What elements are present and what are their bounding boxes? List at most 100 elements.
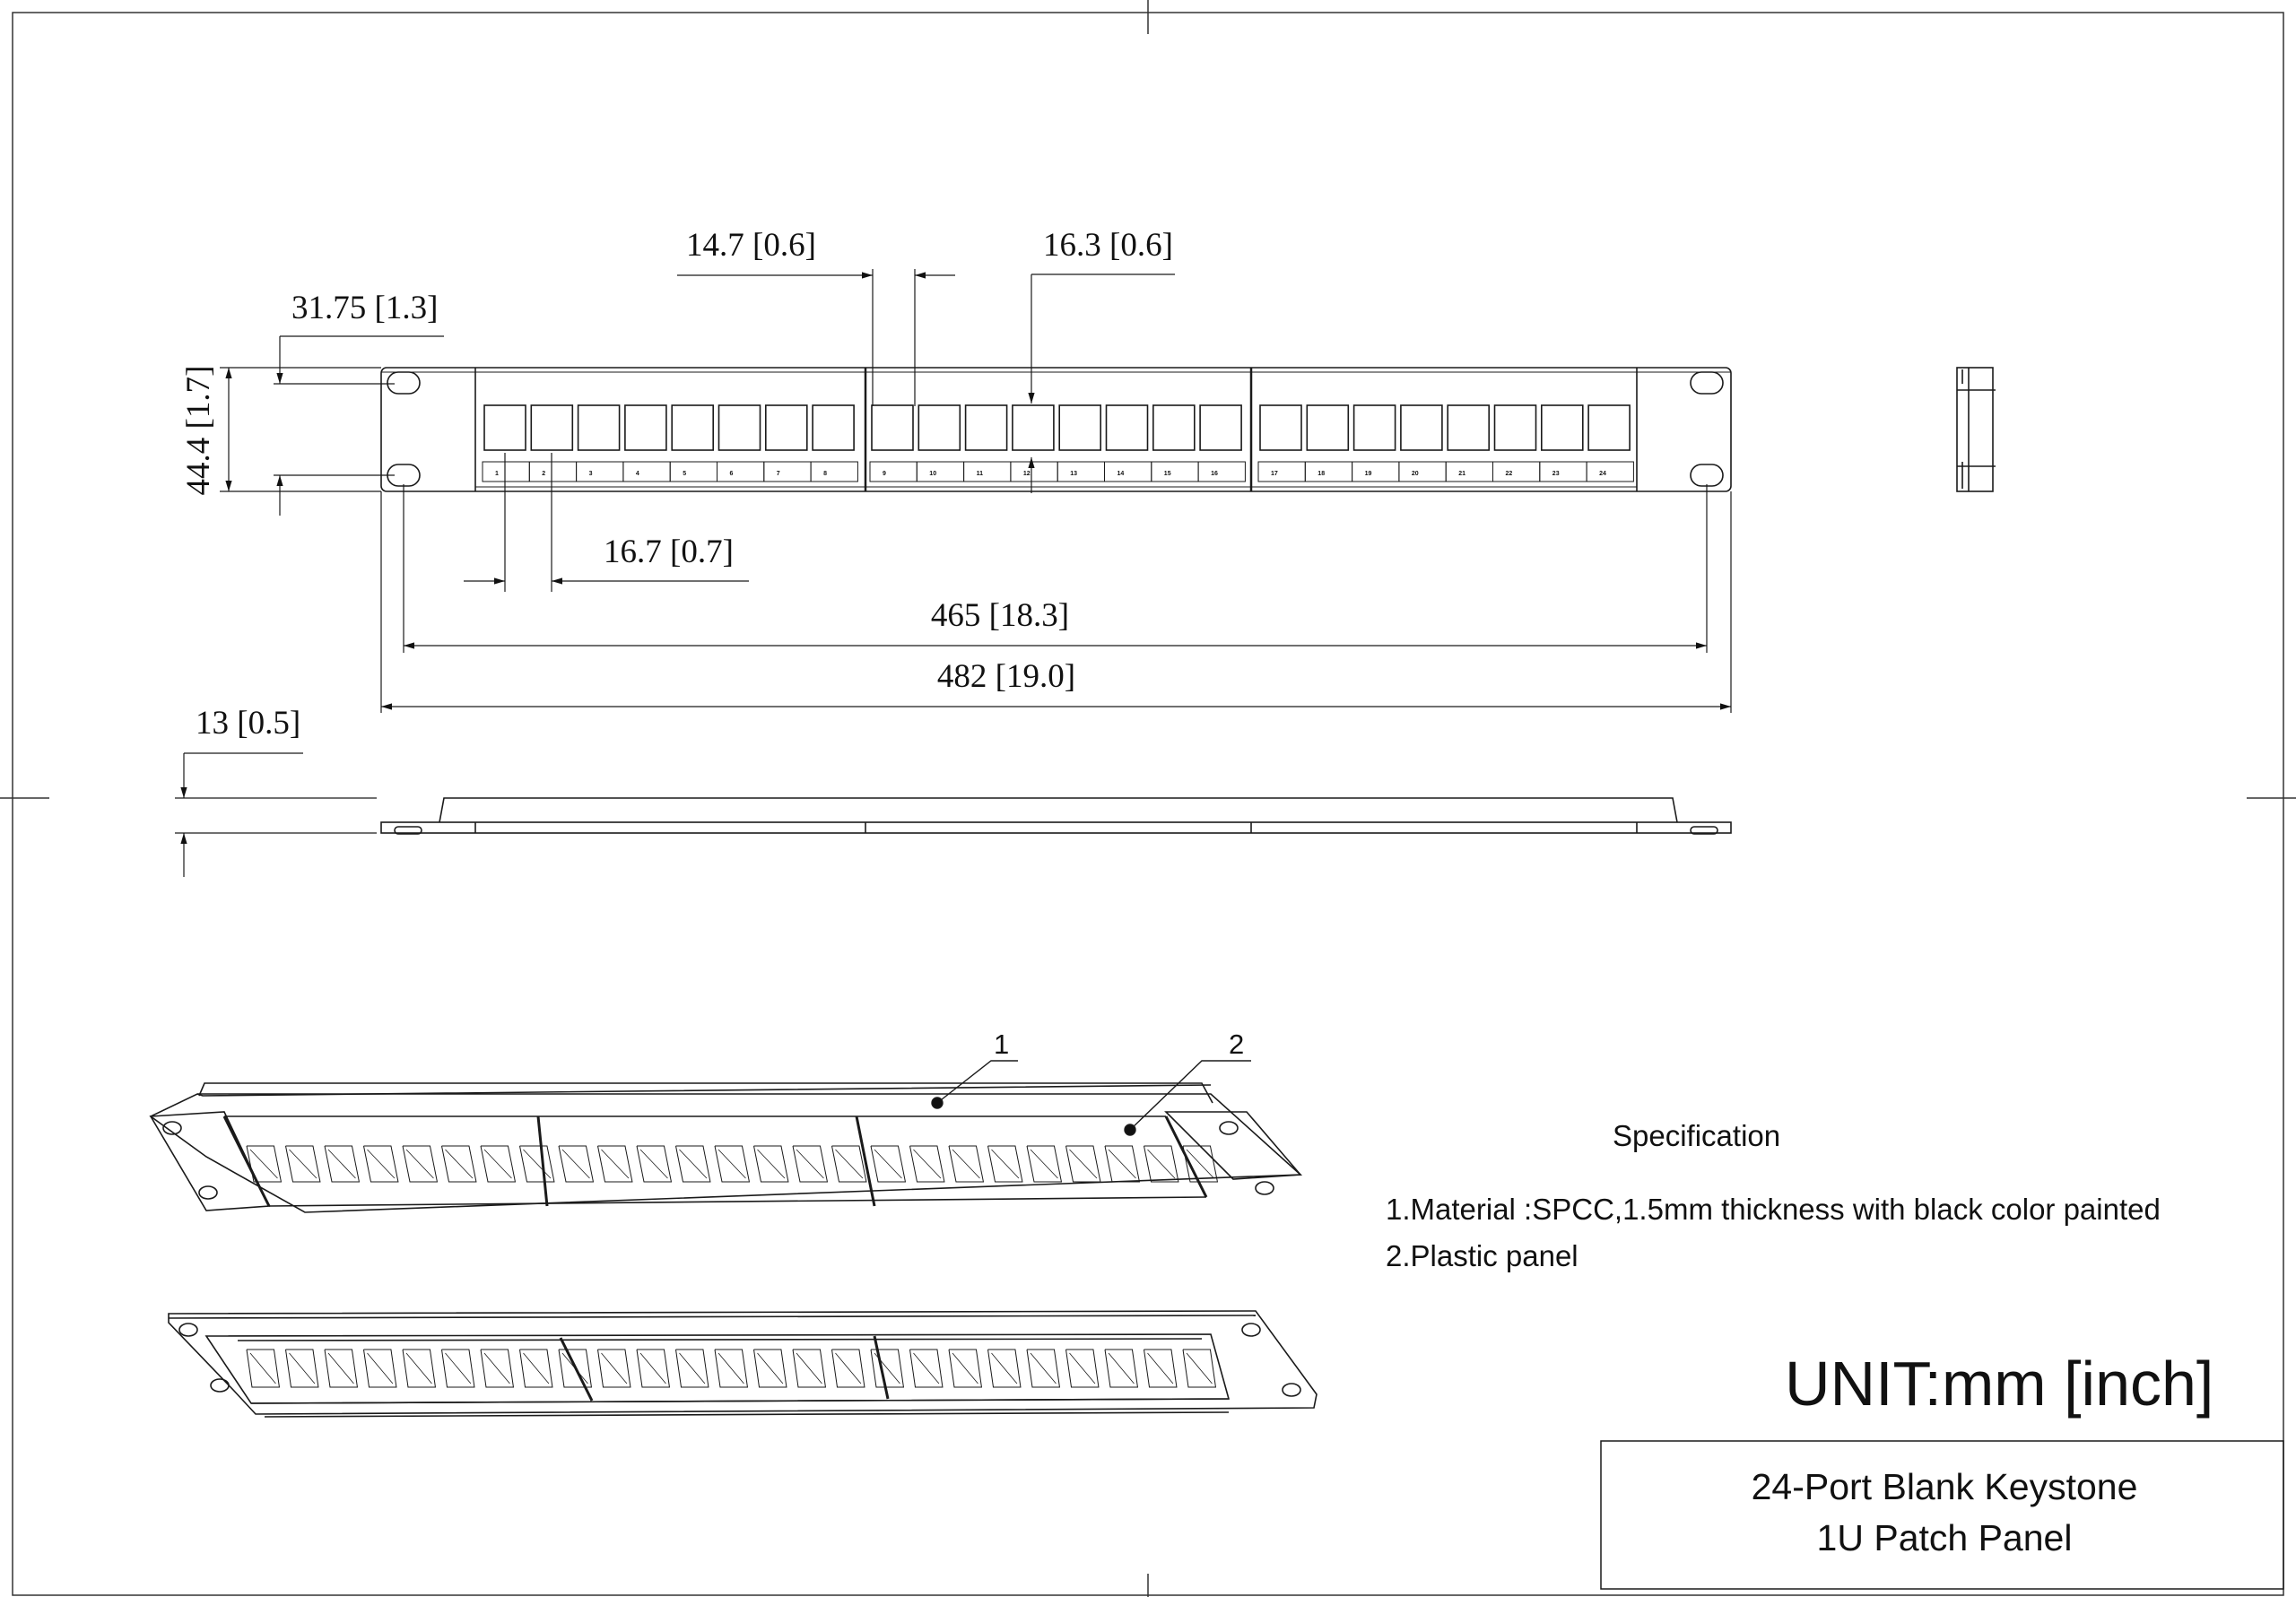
iso-port-cell	[675, 1145, 711, 1183]
port-number-label: 11	[977, 471, 984, 477]
iso-port-detail	[601, 1149, 630, 1179]
iso-port-cell	[1104, 1349, 1139, 1388]
iso-port-cell	[480, 1349, 515, 1388]
keystone-port-opening	[577, 404, 621, 451]
top-view	[380, 797, 1732, 835]
iso-port-detail	[639, 1352, 666, 1384]
port-number-label: 8	[823, 471, 827, 477]
iso-port-cell	[480, 1145, 517, 1183]
iso-port-detail	[952, 1149, 980, 1179]
iso-port-detail	[757, 1352, 784, 1384]
keystone-port-opening	[964, 404, 1008, 451]
iso-port-cell	[636, 1145, 673, 1183]
iso-port-detail	[952, 1352, 978, 1384]
port-number-label: 15	[1164, 471, 1171, 477]
callouts	[931, 1060, 1251, 1136]
keystone-port-opening	[1199, 404, 1242, 451]
iso-port-detail	[249, 1352, 276, 1384]
iso-port-cell	[714, 1145, 751, 1183]
port-number-label: 5	[683, 471, 686, 477]
iso-port-detail	[601, 1352, 628, 1384]
port-number-label: 18	[1318, 471, 1325, 477]
iso-port-detail	[289, 1149, 317, 1179]
iso-port-cell	[246, 1145, 283, 1183]
port-label-box	[669, 461, 718, 482]
port-number-label: 16	[1211, 471, 1218, 477]
dim-14-7-label: 14.7 [0.6]	[686, 227, 816, 264]
port-number-label: 24	[1599, 471, 1606, 477]
iso-port-cell	[285, 1145, 321, 1183]
keystone-port-opening	[1400, 404, 1443, 451]
iso-port-cell	[519, 1349, 553, 1388]
iso-port-detail	[679, 1149, 708, 1179]
iso-port-detail	[639, 1149, 668, 1179]
port-label-box	[1057, 461, 1105, 482]
port-number-label: 7	[777, 471, 780, 477]
keystone-port-opening	[918, 404, 961, 451]
port-number-label: 17	[1271, 471, 1278, 477]
iso-port-detail	[991, 1352, 1018, 1384]
port-label-box	[576, 461, 624, 482]
port-label-box	[1257, 461, 1306, 482]
iso-port-cell	[402, 1349, 437, 1388]
keystone-port-opening	[812, 404, 855, 451]
iso-port-cell	[1182, 1145, 1219, 1183]
keystone-port-opening	[1058, 404, 1101, 451]
iso-port-cell	[1026, 1145, 1063, 1183]
port-label-box	[1492, 461, 1541, 482]
iso-port-detail	[1030, 1352, 1057, 1384]
iso-port-detail	[1186, 1352, 1213, 1384]
keystone-port-opening	[671, 404, 715, 451]
iso-port-cell	[987, 1145, 1023, 1183]
isometric-rear-view	[168, 1310, 1318, 1418]
keystone-port-opening	[1587, 404, 1631, 451]
iso-port-detail	[874, 1352, 900, 1384]
iso-port-detail	[289, 1352, 316, 1384]
port-label-box	[1304, 461, 1353, 482]
iso-port-cell	[441, 1145, 477, 1183]
iso-port-detail	[913, 1352, 940, 1384]
dim-13-label: 13 [0.5]	[196, 705, 300, 742]
iso-port-detail	[1147, 1149, 1176, 1179]
port-number-label: 21	[1458, 471, 1465, 477]
iso-port-detail	[327, 1352, 354, 1384]
keystone-port-opening	[1541, 404, 1584, 451]
mount-hole-bottom-right	[1690, 464, 1724, 487]
iso-port-detail	[1147, 1352, 1174, 1384]
iso-port-cell	[1104, 1145, 1141, 1183]
port-label-box	[1197, 461, 1246, 482]
iso-port-cell	[597, 1349, 631, 1388]
iso-port-detail	[991, 1149, 1020, 1179]
keystone-port-opening	[1493, 404, 1537, 451]
iso-port-cell	[402, 1145, 439, 1183]
port-label-box	[528, 461, 578, 482]
iso-port-cell	[870, 1349, 905, 1388]
iso-port-cell	[714, 1349, 749, 1388]
iso-port-detail	[405, 1149, 434, 1179]
title-block-frame	[1600, 1440, 2284, 1590]
side-profile-view	[1956, 367, 1996, 492]
port-number-label: 3	[589, 471, 593, 477]
iso-port-cell	[324, 1145, 361, 1183]
iso-port-detail	[561, 1352, 588, 1384]
iso-port-detail	[523, 1352, 550, 1384]
iso-port-cell	[1065, 1349, 1100, 1388]
keystone-port-opening	[624, 404, 667, 451]
port-label-box	[810, 461, 858, 482]
keystone-port-opening	[718, 404, 761, 451]
dim-44-4-label: 44.4 [1.7]	[180, 366, 217, 496]
keystone-port-opening	[483, 404, 526, 451]
port-number-label: 22	[1506, 471, 1513, 477]
iso-port-cell	[285, 1349, 319, 1388]
port-number-label: 2	[542, 471, 545, 477]
iso-port-detail	[835, 1149, 864, 1179]
port-label-box	[763, 461, 812, 482]
iso-port-cell	[1026, 1349, 1061, 1388]
port-label-box	[1352, 461, 1400, 482]
iso-port-detail	[367, 1352, 394, 1384]
iso-port-detail	[913, 1149, 942, 1179]
iso-port-cell	[597, 1145, 633, 1183]
